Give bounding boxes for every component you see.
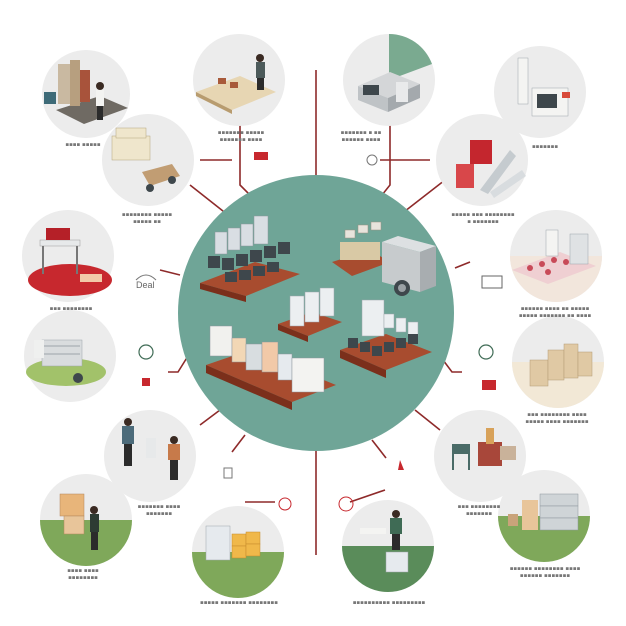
label-packing-station: ▪▪▪▪▪▪▪ ▪▪▪▪▪▪▪▪▪▪▪▪ ▪▪▪▪ xyxy=(217,130,265,143)
label-chair-boxes: ▪▪▪ ▪▪▪▪▪▪▪▪▪▪▪▪▪▪▪ xyxy=(457,504,501,517)
machine-cluster-top-right xyxy=(332,221,436,296)
node-chair-boxes xyxy=(434,410,526,502)
deal-logo-text: Deal xyxy=(136,280,155,290)
node-red-table xyxy=(22,210,114,302)
label-container-yard: ▪▪▪▪▪▪ ▪▪▪▪▪▪▪▪ ▪▪▪▪▪▪▪▪▪▪ ▪▪▪▪▪▪▪ xyxy=(509,566,581,579)
badge-icon-1 xyxy=(254,152,268,160)
deal-logo-icon xyxy=(135,274,157,281)
label-cart-boxes: ▪▪▪▪▪▪▪▪ ▪▪▪▪▪▪▪▪▪▪ ▪▪ xyxy=(121,212,173,225)
label-conveyor: ▪▪▪▪▪▪ ▪▪▪▪ ▪▪ ▪▪▪▪▪▪▪▪▪▪ ▪▪▪▪▪▪▪ ▪▪ ▪▪▪… xyxy=(518,306,592,319)
badge-icon-7 xyxy=(278,497,292,511)
label-server-room: ▪▪▪▪▪▪▪ ▪ ▪▪▪▪▪▪▪▪ ▪▪▪▪ xyxy=(340,130,382,143)
label-machine-unit: ▪▪▪▪▪▪▪ xyxy=(531,144,559,150)
node-machine-unit xyxy=(494,46,586,138)
label-two-workers: ▪▪▪▪▪▪▪ ▪▪▪▪▪▪▪▪▪▪▪ xyxy=(137,504,181,517)
rack-cluster-top-left xyxy=(200,215,300,302)
node-beige-stacks xyxy=(512,316,604,408)
node-conveyor xyxy=(510,210,602,302)
label-red-table: ▪▪▪ ▪▪▪▪▪▪▪▪ xyxy=(49,306,93,312)
node-cart-boxes xyxy=(102,114,194,206)
label-robot-arm: ▪▪▪▪▪ ▪▪▪ ▪▪▪▪▪▪▪▪▪ ▪▪▪▪▪▪▪ xyxy=(451,212,515,225)
label-gardener: ▪▪▪▪▪▪▪▪▪▪ ▪▪▪▪▪▪▪▪▪ xyxy=(352,600,426,606)
node-robot-arm xyxy=(436,114,528,206)
node-gardener xyxy=(342,500,434,592)
badge-icon-2 xyxy=(366,154,378,166)
rack-cluster-bottom-right xyxy=(340,299,432,378)
node-packing-station xyxy=(193,34,285,126)
node-two-workers xyxy=(104,410,196,502)
badge-icon-4 xyxy=(138,344,154,386)
badge-icon-3 xyxy=(481,275,503,289)
node-warehouse-worker xyxy=(42,50,130,138)
badge-icon-8 xyxy=(338,460,404,512)
badge-icon-5 xyxy=(478,344,496,390)
rack-cluster-bottom-left xyxy=(206,325,336,410)
cabinet-cluster-center xyxy=(278,287,342,342)
node-server-room xyxy=(343,34,435,126)
label-outdoor-boxes: ▪▪▪▪ ▪▪▪▪▪▪▪▪▪▪▪▪ xyxy=(67,568,99,581)
badge-icon-6 xyxy=(223,467,233,479)
node-container-yard xyxy=(498,470,590,562)
node-crates xyxy=(192,506,284,598)
label-beige-stacks: ▪▪▪ ▪▪▪▪▪▪▪▪ ▪▪▪▪▪▪▪▪▪ ▪▪▪▪ ▪▪▪▪▪▪▪ xyxy=(525,412,589,425)
node-trolley xyxy=(24,310,116,402)
label-crates: ▪▪▪▪▪ ▪▪▪▪▪▪▪ ▪▪▪▪▪▪▪▪ xyxy=(199,600,279,606)
label-warehouse-worker: ▪▪▪▪ ▪▪▪▪▪ xyxy=(65,142,101,148)
node-outdoor-boxes xyxy=(40,474,132,566)
